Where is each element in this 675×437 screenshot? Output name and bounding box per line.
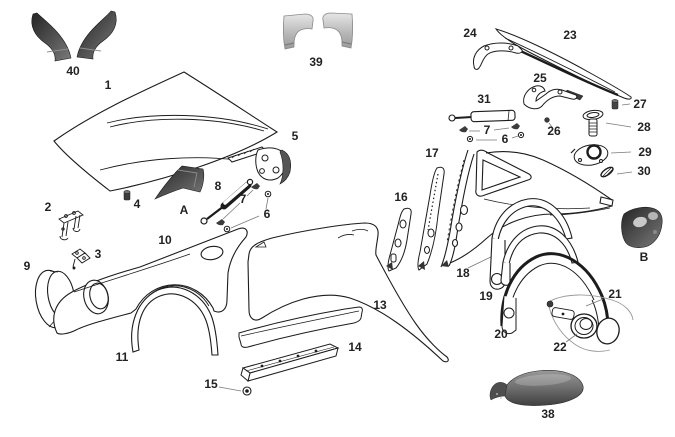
part-27-bolt: [611, 99, 631, 110]
part-38-mirror: [489, 370, 584, 406]
part-4-bolt: [123, 190, 131, 201]
part-17-pillar-section: [417, 166, 445, 271]
part-39-sail-trim-pair: [282, 12, 354, 50]
part-20-wheel-arch-outer: [500, 252, 610, 335]
part-8-gas-strut: [200, 178, 254, 225]
part-13-door-skin: [238, 306, 363, 348]
part-2-hinge-bracket: [58, 210, 84, 241]
part-26-screw: [544, 117, 553, 128]
part-b-plate: [621, 206, 663, 248]
part-40-pillar-trim-pair: [31, 10, 117, 62]
part-24-trunk-hinge: [473, 42, 523, 70]
part-16-pillar-section: [386, 207, 412, 272]
part-31-gas-strut: [448, 109, 516, 123]
part-3-small-hinge: [71, 248, 91, 270]
part-6-bolts-right: [466, 131, 525, 143]
part-19-wheel-arch-inner: [489, 198, 573, 290]
part-a-bracket: [154, 165, 205, 200]
part-28-latch: [582, 109, 632, 137]
part-30-spring-clip: [600, 166, 633, 178]
part-14-sill: [240, 343, 340, 382]
part-21-filler-recess: [546, 294, 634, 352]
part-29-lock: [570, 144, 632, 166]
part-10-front-fender: [53, 227, 248, 335]
part-22-filler-ring: [565, 313, 620, 345]
part-1-hood: [53, 71, 279, 192]
door-shell: [247, 222, 449, 363]
part-15-grommet: [218, 386, 252, 396]
part-25-trunk-hinge: [523, 85, 578, 110]
part-7-clips-left: [216, 183, 260, 226]
part-6-bolts-left: [223, 190, 272, 233]
part-5-hood-hinge: [227, 146, 292, 185]
part-7-clips-right: [459, 123, 520, 133]
part-11-wheel-arch-trim: [131, 286, 219, 356]
part-18-quarter-panel: [440, 149, 614, 269]
part-23-trunk-lid: [494, 28, 632, 101]
